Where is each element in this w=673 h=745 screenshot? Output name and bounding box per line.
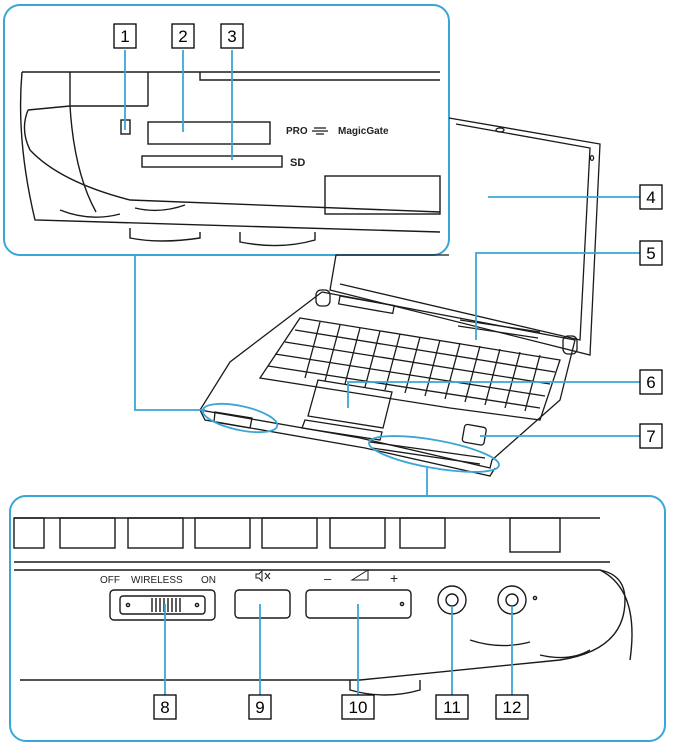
top-detail-panel: PRO MagicGate SD <box>3 4 450 256</box>
sd-label: SD <box>290 157 305 169</box>
callout-8: 8 <box>153 694 177 720</box>
svg-text:9: 9 <box>255 698 264 717</box>
callout-10: 10 <box>341 694 375 720</box>
svg-text:8: 8 <box>160 698 169 717</box>
svg-text:5: 5 <box>646 244 655 263</box>
callout-4: 4 <box>639 184 663 210</box>
svg-text:11: 11 <box>443 698 461 717</box>
callout-11: 11 <box>435 694 469 720</box>
on-label: ON <box>201 575 216 586</box>
memory-stick-logo-icon <box>312 127 328 135</box>
wireless-label: WIRELESS <box>131 575 183 586</box>
callout-5: 5 <box>639 240 663 266</box>
pro-label: PRO <box>286 126 308 137</box>
svg-text:10: 10 <box>349 698 368 717</box>
callout-7: 7 <box>639 423 663 449</box>
volume-ramp-icon <box>350 569 369 581</box>
svg-text:4: 4 <box>646 188 655 207</box>
connector-lines <box>134 255 500 496</box>
callout-12: 12 <box>495 694 529 720</box>
svg-text:2: 2 <box>178 27 187 46</box>
volume-plus-label: + <box>390 570 398 586</box>
callout-1: 1 <box>113 23 137 49</box>
callout-9: 9 <box>248 694 272 720</box>
callout-3: 3 <box>220 23 244 49</box>
callout-2: 2 <box>171 23 195 49</box>
svg-text:3: 3 <box>227 27 236 46</box>
magicgate-label: MagicGate <box>338 126 389 137</box>
bottom-detail-panel: OFF WIRELESS ON – + <box>9 495 666 742</box>
callout-6: 6 <box>639 369 663 395</box>
mute-speaker-icon <box>255 569 271 583</box>
svg-text:6: 6 <box>646 373 655 392</box>
volume-minus-label: – <box>324 571 332 586</box>
svg-text:1: 1 <box>120 27 129 46</box>
svg-text:12: 12 <box>503 698 522 717</box>
svg-text:7: 7 <box>646 427 655 446</box>
off-label: OFF <box>100 575 120 586</box>
leader-lines <box>124 50 640 695</box>
laptop-illustration <box>198 117 601 477</box>
